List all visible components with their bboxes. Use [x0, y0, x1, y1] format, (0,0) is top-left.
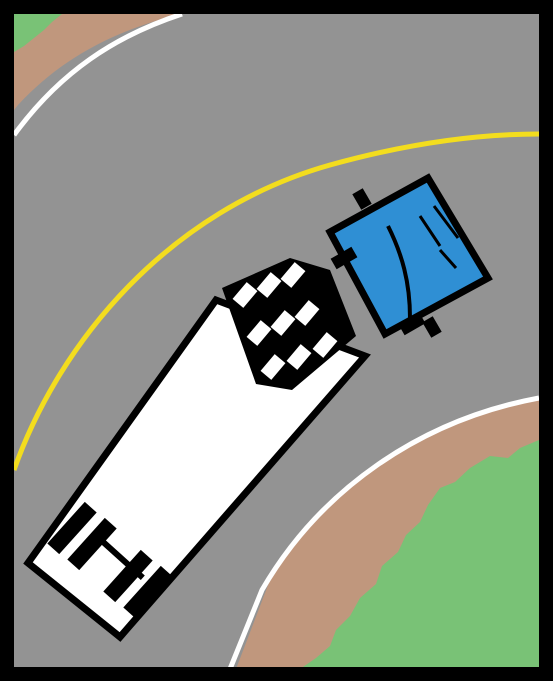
road-scene-illustration	[0, 0, 553, 681]
